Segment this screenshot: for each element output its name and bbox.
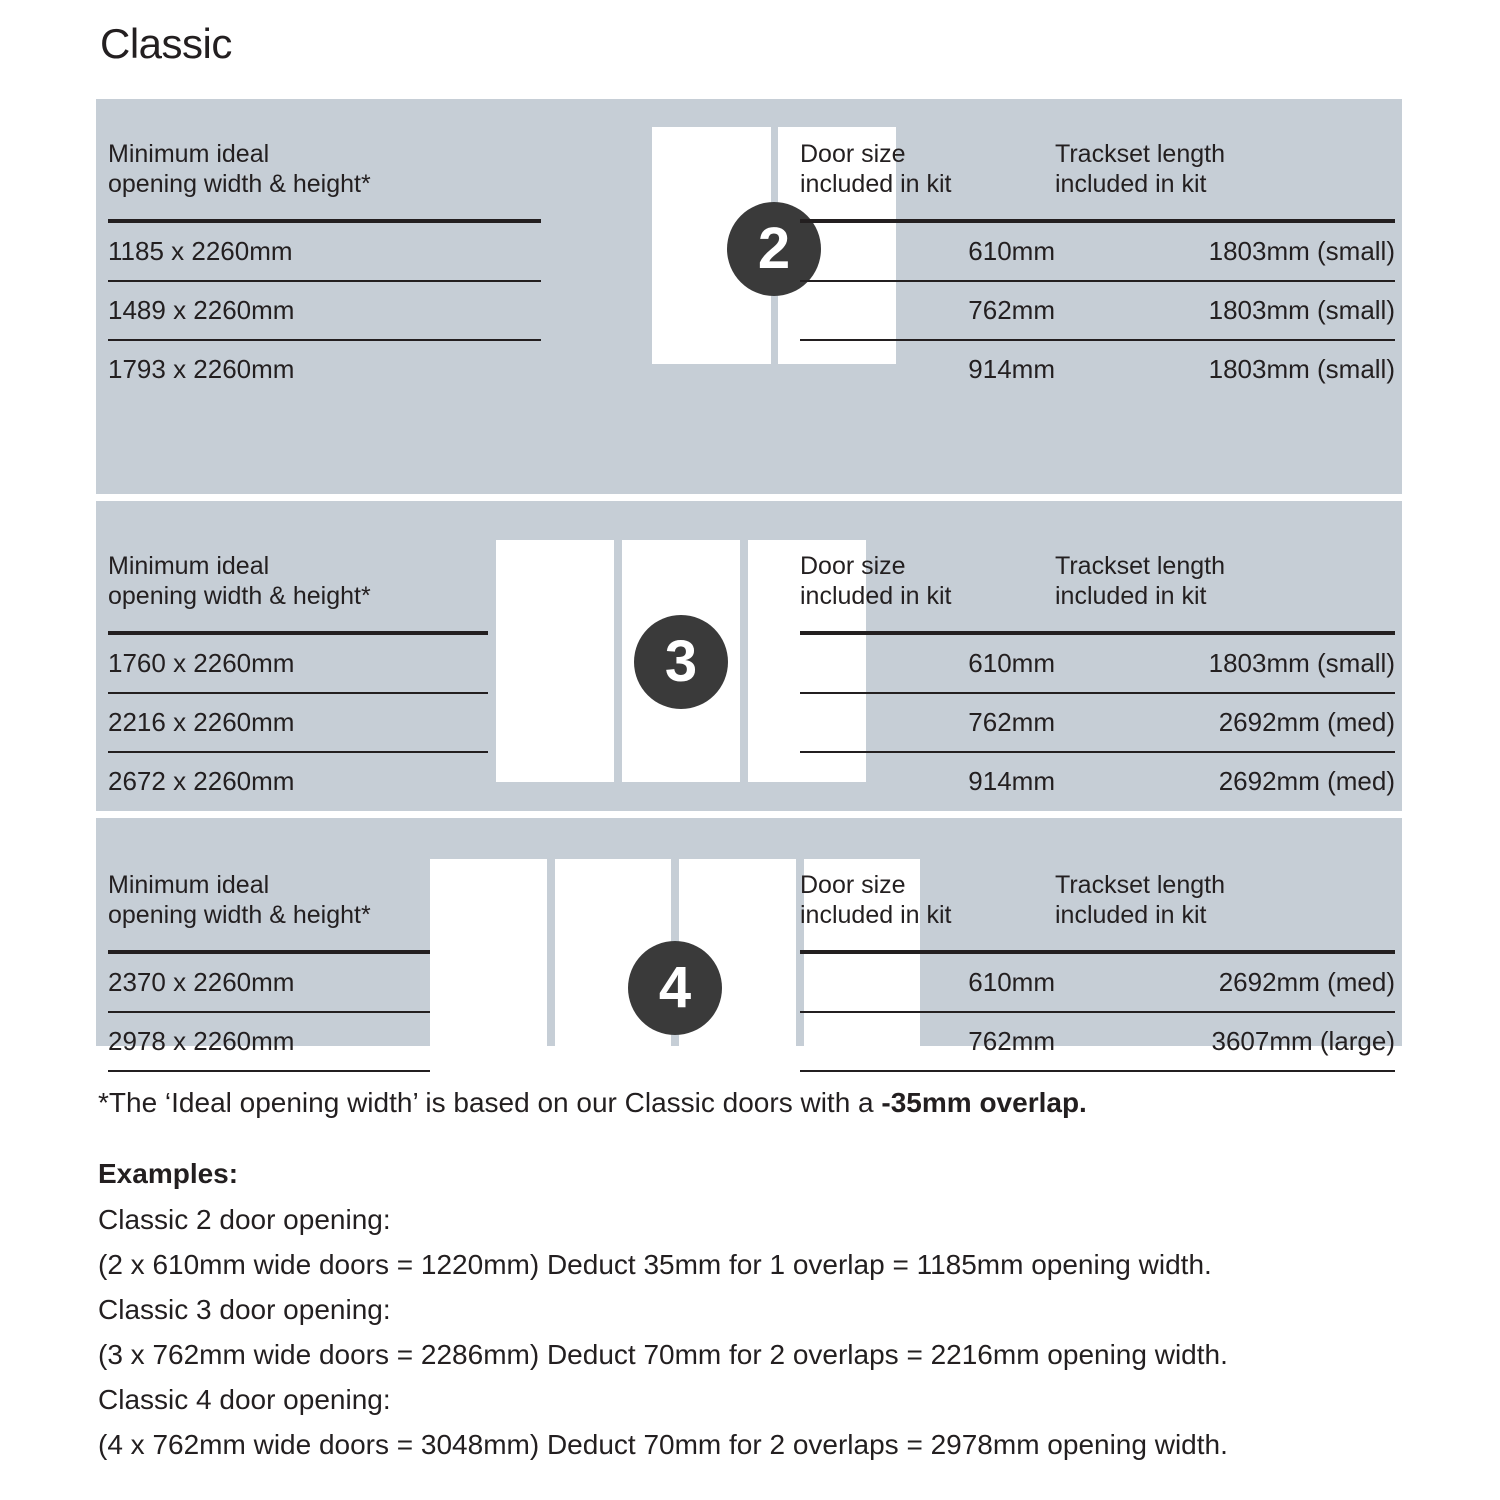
table-rule	[108, 950, 430, 954]
opening-value: 1793 x 2260mm	[108, 354, 295, 384]
table-rule	[108, 280, 541, 282]
examples-label: Examples:	[98, 1158, 239, 1189]
opening-value: 2672 x 2260mm	[108, 766, 295, 796]
table-rule	[800, 631, 1395, 635]
table-row: 762mm 3607mm (large)	[800, 1028, 1395, 1054]
trackset-header: Trackset length included in kit	[1055, 871, 1225, 929]
opening-table-header-4: Minimum ideal opening width & height*	[108, 871, 371, 929]
door-count-badge-3: 3	[634, 615, 728, 709]
trackset-value: 1803mm (small)	[1208, 295, 1395, 325]
trackset-value: 1803mm (small)	[1208, 354, 1395, 384]
table-rule	[800, 950, 1395, 954]
table-rule	[800, 280, 1395, 282]
opening-value: 1489 x 2260mm	[108, 295, 295, 325]
section-three-door: Minimum ideal opening width & height* 17…	[96, 501, 1402, 811]
kit-table-3: Door size included in kit Trackset lengt…	[800, 551, 1395, 794]
section-divider-1	[96, 494, 1402, 501]
trackset-value: 1803mm (small)	[1208, 236, 1395, 266]
trackset-value: 2692mm (med)	[1218, 967, 1395, 997]
door-size-value: 914mm	[968, 354, 1055, 384]
overlap-footnote-emphasis: -35mm overlap.	[881, 1087, 1087, 1118]
door-size-value: 610mm	[968, 648, 1055, 678]
table-row: 610mm 1803mm (small)	[800, 650, 1395, 676]
example-line: Classic 3 door opening:	[98, 1294, 391, 1325]
example-line: (4 x 762mm wide doors = 3048mm) Deduct 7…	[98, 1429, 1228, 1460]
door-size-value: 610mm	[968, 236, 1055, 266]
section-divider-2	[96, 811, 1402, 818]
door-size-header: Door size included in kit	[800, 871, 952, 929]
table-rule	[108, 339, 541, 341]
door-size-value: 762mm	[968, 707, 1055, 737]
door-size-value: 762mm	[968, 1026, 1055, 1056]
page-title: Classic	[100, 20, 232, 67]
table-rule	[800, 1070, 1395, 1072]
example-line: (2 x 610mm wide doors = 1220mm) Deduct 3…	[98, 1249, 1212, 1280]
trackset-header: Trackset length included in kit	[1055, 140, 1225, 198]
opening-value: 2216 x 2260mm	[108, 707, 295, 737]
section-four-door: Minimum ideal opening width & height* 23…	[96, 818, 1402, 1102]
table-rule	[800, 692, 1395, 694]
table-row: 762mm 2692mm (med)	[800, 709, 1395, 735]
table-rule	[800, 751, 1395, 753]
example-line: (3 x 762mm wide doors = 2286mm) Deduct 7…	[98, 1339, 1228, 1370]
door-size-value: 762mm	[968, 295, 1055, 325]
door-size-header: Door size included in kit	[800, 552, 952, 610]
door-panel	[496, 540, 614, 782]
door-panel	[430, 859, 547, 1102]
trackset-value: 1803mm (small)	[1208, 648, 1395, 678]
table-rule	[108, 219, 541, 223]
table-rule	[800, 339, 1395, 341]
door-count-badge-4: 4	[628, 941, 722, 1035]
example-line: Classic 2 door opening:	[98, 1204, 391, 1235]
door-panel	[803, 859, 920, 1102]
trackset-value: 2692mm (med)	[1218, 707, 1395, 737]
table-rule	[108, 751, 488, 753]
kit-table-2: Door size included in kit Trackset lengt…	[800, 139, 1395, 382]
opening-table-3: Minimum ideal opening width & height* 17…	[108, 551, 488, 794]
opening-table-4: Minimum ideal opening width & height* 23…	[108, 870, 430, 1072]
table-row: 610mm 1803mm (small)	[800, 238, 1395, 264]
opening-table-header-2: Minimum ideal opening width & height*	[108, 140, 371, 198]
table-row: 762mm 1803mm (small)	[800, 297, 1395, 323]
opening-table-2: Minimum ideal opening width & height* 11…	[108, 139, 541, 382]
specification-panel: Minimum ideal opening width & height* 11…	[96, 99, 1402, 1102]
table-row: 914mm 1803mm (small)	[800, 356, 1395, 382]
table-rule	[800, 219, 1395, 223]
section-two-door: Minimum ideal opening width & height* 11…	[96, 99, 1402, 494]
table-row: 914mm 2692mm (med)	[800, 768, 1395, 794]
door-size-value: 610mm	[968, 967, 1055, 997]
table-row: 610mm 2692mm (med)	[800, 969, 1395, 995]
kit-table-4: Door size included in kit Trackset lengt…	[800, 870, 1395, 1072]
opening-value: 1760 x 2260mm	[108, 648, 295, 678]
door-panel	[748, 540, 866, 782]
door-diagram-4	[430, 859, 920, 1102]
door-size-value: 914mm	[968, 766, 1055, 796]
overlap-footnote-text: *The ‘Ideal opening width’ is based on o…	[98, 1087, 882, 1118]
overlap-footnote: *The ‘Ideal opening width’ is based on o…	[98, 1086, 1087, 1120]
table-rule	[800, 1011, 1395, 1013]
trackset-value: 2692mm (med)	[1218, 766, 1395, 796]
door-size-header: Door size included in kit	[800, 140, 952, 198]
opening-value: 2370 x 2260mm	[108, 967, 295, 997]
table-rule	[108, 1011, 430, 1013]
table-rule	[108, 692, 488, 694]
opening-value: 2978 x 2260mm	[108, 1026, 295, 1056]
example-line: Classic 4 door opening:	[98, 1384, 391, 1415]
trackset-value: 3607mm (large)	[1211, 1026, 1395, 1056]
trackset-header: Trackset length included in kit	[1055, 552, 1225, 610]
table-rule	[108, 631, 488, 635]
table-rule	[108, 1070, 430, 1072]
opening-table-header-3: Minimum ideal opening width & height*	[108, 552, 371, 610]
opening-value: 1185 x 2260mm	[108, 236, 293, 266]
